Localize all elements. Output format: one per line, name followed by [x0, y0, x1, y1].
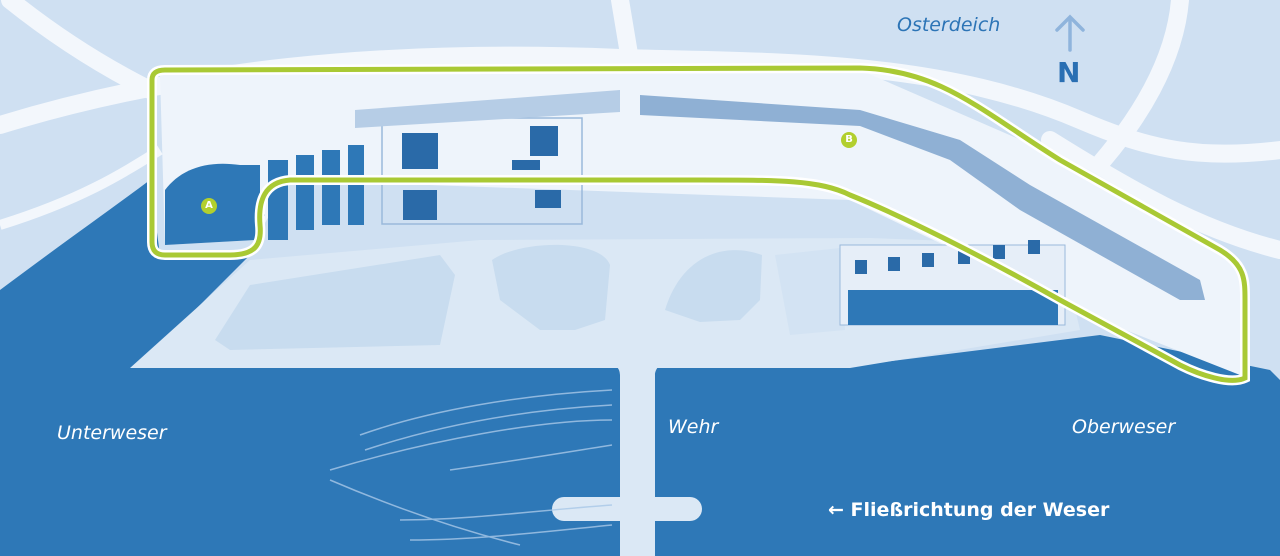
- route-marker-b[interactable]: B: [841, 132, 857, 148]
- label-osterdeich: Osterdeich: [897, 14, 1001, 36]
- north-label: N: [1057, 56, 1081, 89]
- label-wehr: Wehr: [668, 416, 719, 438]
- label-unterweser: Unterweser: [57, 422, 167, 444]
- north-arrow-icon: [1055, 14, 1085, 52]
- route-marker-a[interactable]: A: [201, 198, 217, 214]
- island-features: [215, 244, 845, 350]
- weir-waves: [329, 389, 613, 546]
- weir-structure: [552, 340, 710, 556]
- flow-arrow-icon: ←: [828, 499, 844, 521]
- flow-direction: ← Fließrichtung der Weser: [828, 499, 1109, 521]
- label-oberweser: Oberweser: [1072, 416, 1176, 438]
- buildings: [402, 126, 561, 220]
- tour-route: [149, 65, 1248, 383]
- flow-text: Fließrichtung der Weser: [850, 499, 1110, 521]
- hatched-promenade: [355, 90, 1205, 300]
- road-west: [0, 145, 163, 230]
